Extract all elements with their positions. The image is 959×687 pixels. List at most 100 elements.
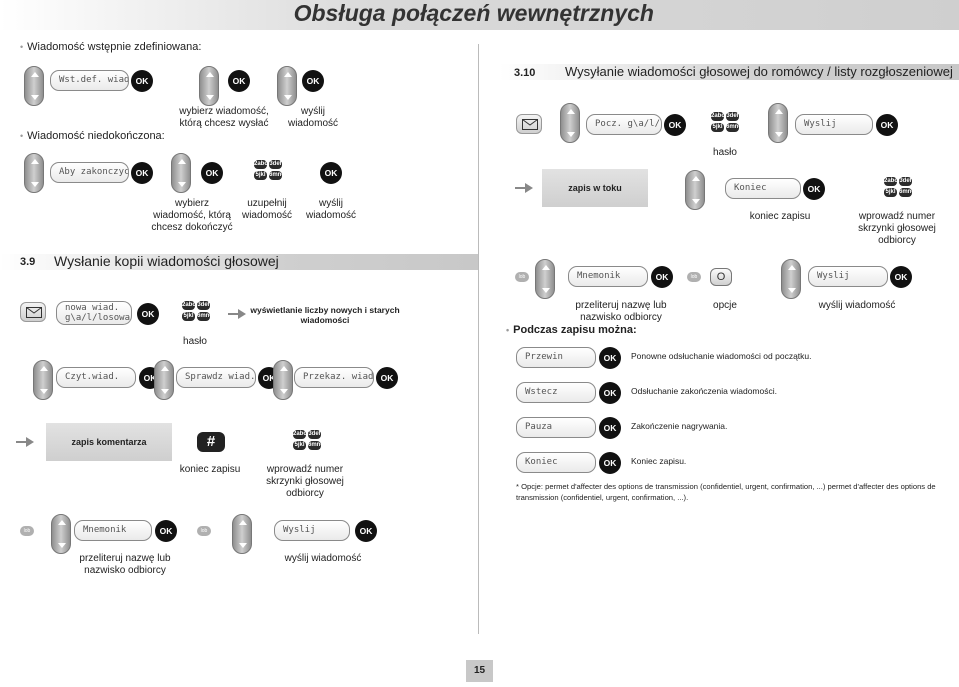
key-5jkl[interactable]: 5jkl [711,123,724,132]
during-recording-heading: Podczas zapisu można: [506,324,636,336]
navigator-key[interactable] [24,153,44,193]
key-5jkl[interactable]: 5jkl [182,312,195,321]
ok-button[interactable]: OK [599,347,621,369]
predefined-heading: Wiadomość wstępnie zdefiniowana: [20,41,201,53]
ok-button[interactable]: OK [599,382,621,404]
key-3def[interactable]: 3def [197,301,210,310]
display-option-pause: Pauza [516,417,596,438]
key-2abc[interactable]: 2abc [254,160,268,169]
ok-button[interactable]: OK [599,417,621,439]
key-5jkl[interactable]: 5jkl [293,441,306,450]
navigator-key[interactable] [560,103,580,143]
navigator-key[interactable] [273,360,293,400]
ok-button[interactable]: OK [376,367,398,389]
ok-button[interactable]: OK [876,114,898,136]
key-3def[interactable]: 3def [899,177,912,186]
ok-button[interactable]: OK [137,303,159,325]
navigator-key[interactable] [51,514,71,554]
lob-key[interactable]: lob [515,272,529,282]
bar-record-comment: zapis komentarza [46,423,172,461]
display-read: Czyt.wiad. [56,367,136,388]
key-2abc[interactable]: 2abc [884,177,898,186]
option-end-text: Koniec zapisu. [631,456,687,466]
navigator-key[interactable] [33,360,53,400]
ok-button[interactable]: OK [201,162,223,184]
section-title: Wysyłanie wiadomości głosowej do romówcy… [565,64,953,79]
navigator-key[interactable] [277,66,297,106]
navigator-key[interactable] [154,360,174,400]
display-forward: Przekaz. wiad. [294,367,374,388]
caption-select-unfinished: wybierz wiadomość, którą chcesz dokończy… [151,198,233,233]
caption-end-recording: koniec zapisu [179,464,241,475]
display-option-rewind: Przewin [516,347,596,368]
key-6mno[interactable]: 6mno [269,171,286,180]
display-new-messages: nowa wiad. g\a/l/losowa [56,301,132,325]
lob-key[interactable]: lob [20,526,34,536]
display-send: Wyslij [808,266,888,287]
ok-button[interactable]: OK [155,520,177,542]
page-title: Obsługa połączeń wewnętrznych [293,0,654,26]
lob-key[interactable]: lob [197,526,211,536]
options-key[interactable]: O [710,268,732,286]
key-6mno[interactable]: 6mno [197,312,214,321]
arrow-icon [515,182,535,194]
section-band [500,64,959,80]
section-number: 3.10 [514,67,536,79]
key-2abc[interactable]: 2abc [182,301,196,310]
display-line-2: g\a/l/losowa [65,313,131,323]
display-predefined: Wst.def. wiad. [50,70,129,91]
option-back-text: Odsłuchanie zakończenia wiadomości. [631,386,777,396]
ok-button[interactable]: OK [803,178,825,200]
message-key[interactable] [516,114,542,134]
option-rewind-text: Ponowne odsłuchanie wiadomości od począt… [631,351,812,361]
navigator-key[interactable] [232,514,252,554]
caption-password: hasło [713,147,737,158]
key-3def[interactable]: 3def [308,430,321,439]
ok-button[interactable]: OK [131,162,153,184]
key-6mno[interactable]: 6mno [308,441,325,450]
ok-button[interactable]: OK [890,266,912,288]
navigator-key[interactable] [781,259,801,299]
unfinished-heading: Wiadomość niedokończona: [20,130,165,142]
ok-button[interactable]: OK [320,162,342,184]
caption-send-message: wyślij wiadomość [818,300,896,311]
key-6mno[interactable]: 6mno [899,188,916,197]
ok-button[interactable]: OK [651,266,673,288]
caption-password: hasło [183,336,207,347]
lob-key[interactable]: lob [687,272,701,282]
navigator-key[interactable] [535,259,555,299]
navigator-key[interactable] [199,66,219,106]
section-band [0,254,478,270]
hash-key[interactable]: # [197,432,225,452]
footnote-line-2: transmission (confidentiel, urgent, conf… [516,493,689,502]
caption-complete-message: uzupełnij wiadomość [241,198,293,221]
caption-scroll-name: przeliteruj nazwę lub nazwisko odbiorcy [79,553,171,576]
key-2abc[interactable]: 2abc [293,430,307,439]
ok-button[interactable]: OK [355,520,377,542]
ok-button[interactable]: OK [131,70,153,92]
ok-button[interactable]: OK [302,70,324,92]
display-start: Pocz. g\a/l/ [586,114,662,135]
key-2abc[interactable]: 2abc [711,112,725,121]
caption-send-message: wyślij wiadomość [284,553,362,564]
ok-button[interactable]: OK [228,70,250,92]
key-3def[interactable]: 3def [726,112,739,121]
message-key[interactable] [20,302,46,322]
navigator-key[interactable] [24,66,44,106]
display-end: Koniec [725,178,801,199]
ok-button[interactable]: OK [664,114,686,136]
key-6mno[interactable]: 6mno [726,123,743,132]
key-3def[interactable]: 3def [269,160,282,169]
key-5jkl[interactable]: 5jkl [884,188,897,197]
ok-button[interactable]: OK [599,452,621,474]
navigator-key[interactable] [768,103,788,143]
arrow-icon [16,436,36,448]
navigator-key[interactable] [171,153,191,193]
navigator-key[interactable] [685,170,705,210]
key-5jkl[interactable]: 5jkl [254,171,267,180]
